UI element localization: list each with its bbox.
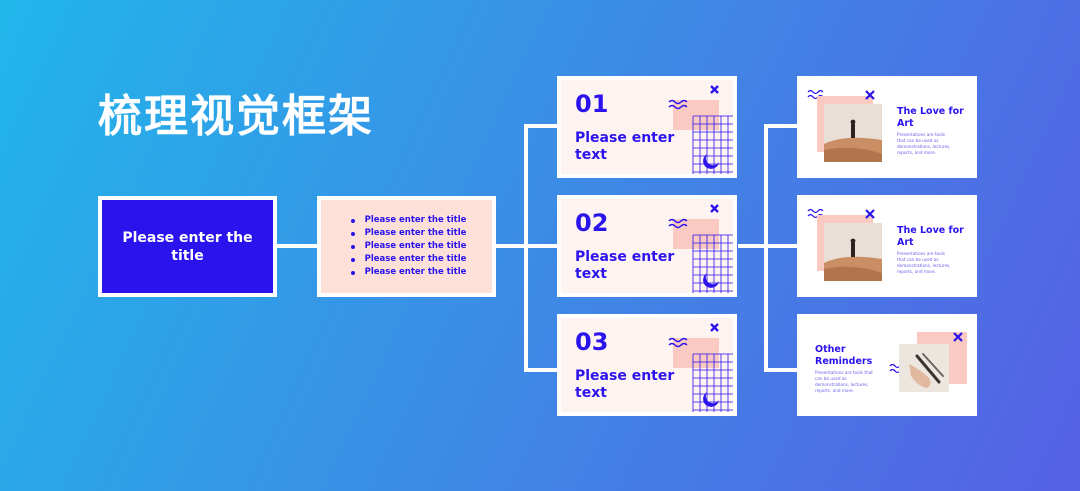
connector-step-1 [524, 124, 558, 128]
root-node-label: Please enter the title [102, 200, 273, 293]
slide-heading: Other Reminders [815, 344, 873, 367]
step-card-03[interactable]: 03 Please enter text [557, 314, 737, 416]
wave-icon [807, 89, 824, 100]
connector-slides-vertical [764, 124, 768, 372]
slide-heading: The Love for Art [897, 106, 964, 129]
step-number: 02 [575, 209, 609, 237]
step-number: 03 [575, 328, 609, 356]
connector-step-2 [524, 244, 558, 248]
slide-body: Presentations are tools that can be used… [815, 370, 873, 393]
list-item: Please enter the title [347, 227, 466, 240]
connector-list-trunk [496, 244, 526, 248]
grid-decoration-icon [668, 85, 733, 174]
step-text: Please enter text [575, 368, 675, 401]
desert-figure-image [824, 104, 882, 162]
list-item: Please enter the title [347, 266, 466, 279]
step-text: Please enter text [575, 249, 675, 282]
list-item: Please enter the title [347, 214, 466, 227]
connector-step2-slides [738, 244, 766, 248]
grid-decoration-icon [668, 204, 733, 293]
close-icon [865, 209, 875, 219]
slide-card-2[interactable]: The Love for Art Presentations are tools… [797, 195, 977, 297]
close-icon [953, 332, 963, 342]
step-text: Please enter text [575, 130, 675, 163]
step-card-01[interactable]: 01 Please enter text [557, 76, 737, 178]
connector-slide-1 [764, 124, 798, 128]
slide-card-1[interactable]: The Love for Art Presentations are tools… [797, 76, 977, 178]
wave-icon [807, 208, 824, 219]
step-number: 01 [575, 90, 609, 118]
hand-holding-pen-image [899, 344, 949, 392]
page-title: 梳理视觉框架 [98, 91, 374, 142]
slide-body: Presentations are tools that can be used… [897, 132, 951, 155]
connector-step-3 [524, 368, 558, 372]
connector-slide-2 [764, 244, 798, 248]
root-node[interactable]: Please enter the title [98, 196, 277, 297]
slide-card-3[interactable]: Other Reminders Presentations are tools … [797, 314, 977, 416]
slide-heading: The Love for Art [897, 225, 964, 248]
close-icon [865, 90, 875, 100]
list-node[interactable]: Please enter the title Please enter the … [317, 196, 496, 297]
connector-root-list [277, 244, 317, 248]
list-item: Please enter the title [347, 240, 466, 253]
list-item: Please enter the title [347, 253, 466, 266]
desert-figure-image [824, 223, 882, 281]
slide-body: Presentations are tools that can be used… [897, 251, 951, 274]
connector-slide-3 [764, 368, 798, 372]
connector-steps-vertical [524, 124, 528, 372]
grid-decoration-icon [668, 323, 733, 412]
title-list: Please enter the title Please enter the … [347, 214, 466, 279]
step-card-02[interactable]: 02 Please enter text [557, 195, 737, 297]
